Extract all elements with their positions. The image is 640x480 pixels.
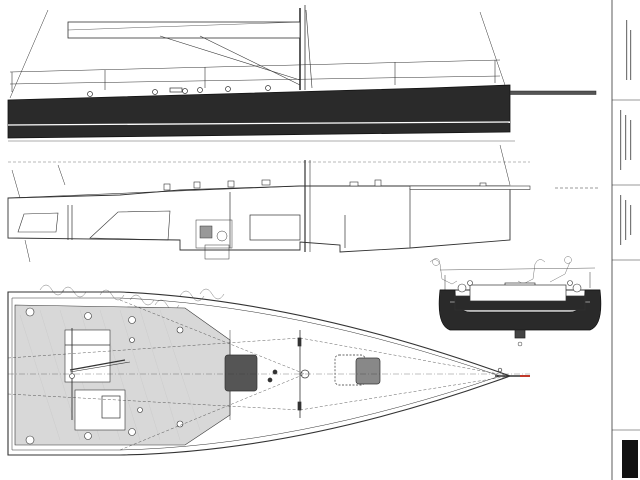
engine [195,219,233,260]
title-block [611,0,640,480]
profile-view [7,5,597,142]
aft-section [429,256,602,339]
inboard-profile [7,144,598,263]
main-hatch [224,354,258,392]
deck-plan [7,284,530,456]
title-block-logo [622,440,638,478]
